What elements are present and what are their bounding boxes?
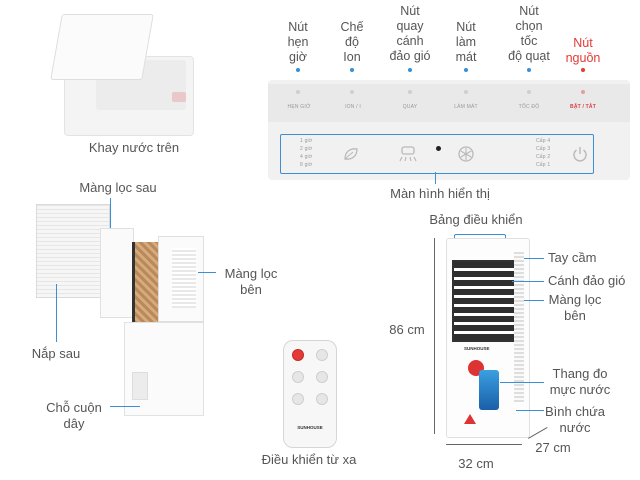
width-dimension-line bbox=[446, 444, 522, 445]
remote-power-icon bbox=[292, 349, 304, 361]
remote-ion-icon bbox=[316, 393, 328, 405]
remote-timer-icon bbox=[292, 371, 304, 383]
display-screen-outline bbox=[280, 134, 594, 174]
water-gauge-callout bbox=[500, 382, 544, 383]
indicator-led bbox=[436, 146, 441, 151]
depth-dimension-label: 27 cm bbox=[535, 440, 571, 455]
remote-swing-icon bbox=[316, 371, 328, 383]
remote-cool-icon bbox=[316, 349, 328, 361]
power-icon bbox=[573, 147, 587, 162]
panel-print-timer: HẸN GIỜ bbox=[287, 104, 311, 110]
panel-print-cooling: LÀM MÁT bbox=[454, 104, 478, 110]
display-speed-2: Cấp 2 bbox=[536, 154, 551, 160]
leaf-ion-icon bbox=[344, 148, 358, 160]
cord-slot-callout bbox=[110, 406, 140, 407]
callout-dot bbox=[581, 68, 585, 72]
panel-print-swing: QUAY bbox=[402, 104, 418, 110]
callout-dot bbox=[350, 68, 354, 72]
display-callout-line bbox=[435, 172, 436, 184]
callout-dot bbox=[527, 68, 531, 72]
height-dimension-label: 86 cm bbox=[389, 322, 425, 337]
display-timer-8: 8 giờ bbox=[300, 162, 313, 168]
callout-dot bbox=[296, 68, 300, 72]
back-cover-label: Nắp sau bbox=[31, 346, 81, 361]
remote-speed-icon bbox=[292, 393, 304, 405]
panel-print-speed: TỐC ĐỘ bbox=[518, 104, 540, 110]
warning-sticker-icon bbox=[464, 414, 476, 424]
display-speed-4: Cấp 4 bbox=[536, 138, 551, 144]
louver-callout bbox=[512, 281, 544, 282]
panel-print-power: BẬT / TẮT bbox=[570, 104, 596, 110]
remote-label: Điều khiển từ xa bbox=[261, 452, 357, 467]
rear-filter-label: Màng lọc sau bbox=[79, 180, 157, 195]
cooler-brand: SUNHOUSE bbox=[464, 346, 490, 351]
swing-louver-icon bbox=[399, 146, 417, 162]
water-tray-label: Khay nước trên bbox=[88, 140, 180, 155]
side-filter-callout bbox=[198, 272, 216, 273]
rear-filter-callout bbox=[110, 198, 111, 236]
louver-label: Cánh đảo gió bbox=[548, 273, 626, 288]
callout-dot bbox=[408, 68, 412, 72]
remote-control-image: SUNHOUSE bbox=[283, 340, 337, 448]
display-speed-3: Cấp 3 bbox=[536, 146, 551, 152]
panel-print-ion: ION / I bbox=[345, 104, 361, 110]
callout-dot bbox=[464, 68, 468, 72]
tank-callout bbox=[516, 410, 544, 411]
display-timer-2: 2 giờ bbox=[300, 146, 313, 152]
height-dimension-line bbox=[434, 238, 435, 434]
back-cover-callout bbox=[56, 284, 57, 342]
display-speed-1: Cấp 1 bbox=[536, 162, 551, 168]
snowflake-cooling-icon bbox=[458, 146, 474, 162]
display-timer-1: 1 giờ bbox=[300, 138, 313, 144]
width-dimension-label: 32 cm bbox=[458, 456, 494, 471]
handle-label: Tay cầm bbox=[548, 250, 597, 265]
handle-callout bbox=[524, 258, 544, 259]
control-board-label: Bảng điều khiển bbox=[429, 212, 523, 227]
remote-brand: SUNHOUSE bbox=[297, 425, 323, 430]
display-screen-label: Màn hình hiển thị bbox=[390, 186, 490, 201]
side-filter-right-callout bbox=[524, 300, 544, 301]
display-timer-4: 4 giờ bbox=[300, 154, 313, 160]
